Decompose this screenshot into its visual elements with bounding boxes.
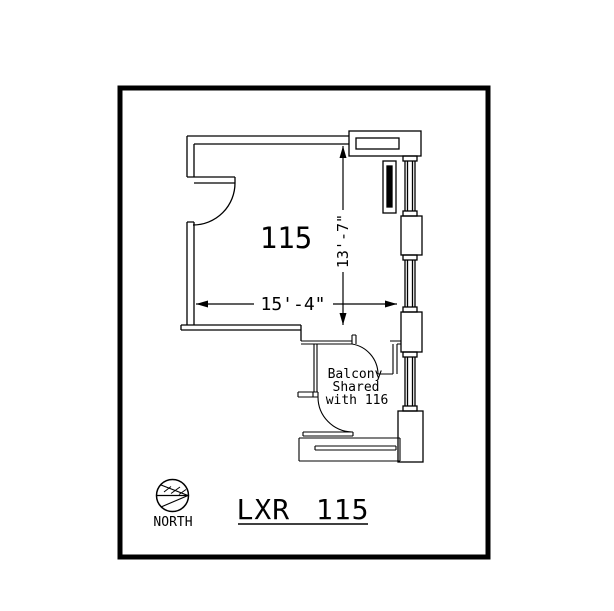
balcony: [297, 334, 401, 462]
north-arrow: NORTH: [153, 478, 193, 530]
arrowhead-left: [196, 300, 208, 308]
dimension-height: 13'-7": [334, 146, 352, 325]
window-glazing: [404, 161, 416, 406]
balcony-note-line3: with 116: [326, 393, 389, 408]
balcony-door-swing: [317, 396, 353, 433]
north-pointer: [156, 484, 189, 508]
wall-pier: [397, 410, 424, 463]
balcony-note-line1: Balcony: [328, 367, 383, 382]
arrowhead-right: [385, 300, 397, 308]
entry-door-swing: [192, 182, 236, 226]
dim-height-label: 13'-7": [334, 214, 352, 268]
north-label: NORTH: [153, 515, 192, 530]
border-frame: [117, 85, 491, 560]
balcony-note: Balcony Shared with 116: [326, 367, 389, 408]
balcony-note-line2: Shared: [333, 380, 380, 395]
arrowhead-down: [339, 313, 347, 325]
room-walls: [180, 135, 349, 341]
room-label: 115: [260, 221, 312, 255]
balcony-door-swing: [351, 343, 379, 375]
north-pointer-hatch: [163, 486, 187, 495]
radiator: [382, 160, 397, 214]
header-window: [355, 137, 400, 150]
wall-pier: [400, 311, 423, 353]
window-wall: [348, 130, 424, 463]
dimension-width: 15'-4": [196, 294, 397, 315]
wall-pier: [400, 215, 423, 256]
radiator-core: [386, 165, 393, 208]
title-block: LXR 115: [236, 493, 369, 526]
drawing-title: LXR 115: [236, 493, 369, 526]
arrowhead-up: [339, 146, 347, 158]
dim-width-label: 15'-4": [260, 294, 325, 315]
